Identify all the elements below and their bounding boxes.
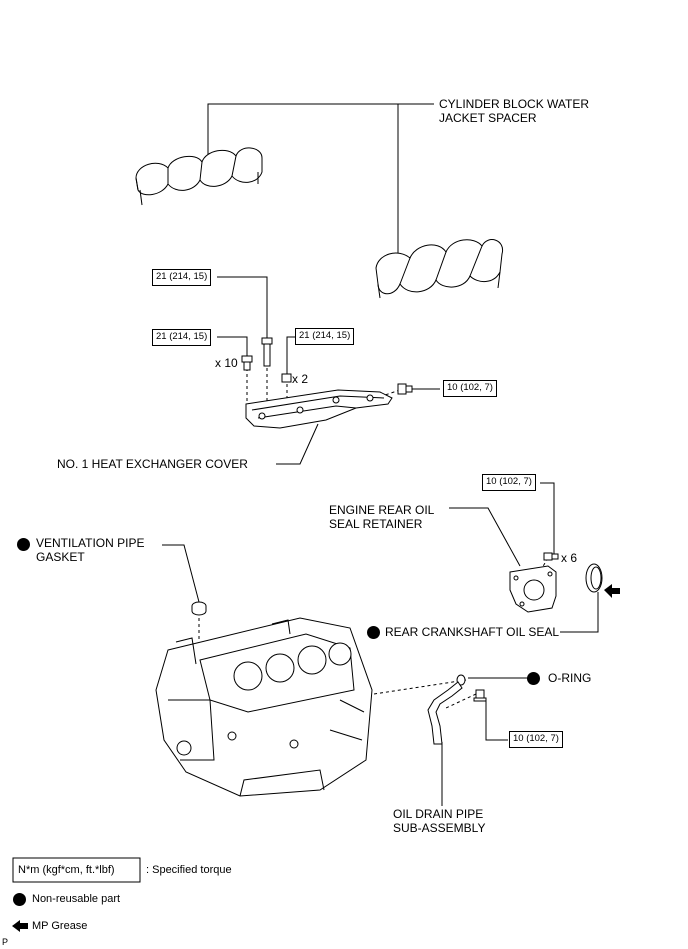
torque-cover-bolt-x10: 21 (214, 15) (152, 329, 212, 346)
leader-torque-retainer (540, 482, 555, 554)
oil-drain-pipe (427, 681, 463, 745)
leader-torque-cover-x2 (286, 336, 297, 374)
non-reusable-icon-o-ring (527, 672, 540, 685)
torque-cover-side-bolt: 10 (102, 7) (443, 380, 497, 397)
label-water-jacket-spacer-line1: CYLINDER BLOCK WATER (439, 97, 590, 111)
mp-grease-arrow-icon (604, 584, 620, 598)
legend-mp-grease-icon (12, 920, 28, 932)
label-oil-drain-pipe-line1: OIL DRAIN PIPE (393, 807, 484, 821)
cover-side-bolt (397, 383, 413, 395)
leader-torque-cover-long (217, 276, 268, 338)
drain-pipe-bolt (473, 689, 487, 702)
label-rear-crankshaft-oil-seal: REAR CRANKSHAFT OIL SEAL (385, 625, 560, 639)
label-oil-drain-pipe-line2: SUB-ASSEMBLY (393, 821, 486, 835)
qty-x6: x 6 (561, 551, 578, 565)
label-rear-oil-seal-retainer-line1: ENGINE REAR OIL (329, 503, 435, 517)
rear-oil-seal-retainer (509, 565, 557, 613)
cover-stud-x2 (281, 373, 292, 383)
leader-rear-oil-seal-retainer (449, 507, 521, 567)
cover-bolt-long (261, 337, 273, 367)
legend-non-reusable-text: Non-reusable part (32, 893, 121, 905)
legend-torque-box (12, 857, 141, 883)
legend-non-reusable-icon (13, 893, 26, 906)
label-o-ring: O-RING (548, 671, 592, 685)
label-ventilation-pipe-gasket-line2: GASKET (36, 550, 85, 564)
qty-x2: x 2 (292, 372, 309, 386)
leader-ventilation-gasket (162, 544, 200, 603)
o-ring-part (456, 674, 466, 686)
leader-torque-cover-x10 (217, 336, 248, 356)
cylinder-block (155, 617, 373, 797)
torque-retainer-bolt: 10 (102, 7) (482, 474, 536, 491)
water-jacket-spacer-right (375, 239, 504, 299)
torque-cover-stud-x2: 21 (214, 15) (295, 328, 355, 345)
qty-x10: x 10 (215, 356, 238, 370)
leader-torque-drain-pipe (482, 699, 508, 741)
legend-torque-desc: : Specified torque (146, 864, 232, 876)
leader-water-jacket-spacer (207, 103, 434, 168)
rear-crankshaft-oil-seal (585, 563, 603, 593)
non-reusable-icon-rear-seal (367, 626, 380, 639)
label-water-jacket-spacer-line2: JACKET SPACER (439, 111, 537, 125)
leader-rear-crank-seal (560, 592, 599, 633)
ventilation-pipe-gasket-part (191, 601, 207, 616)
label-heat-exchanger-cover: NO. 1 HEAT EXCHANGER COVER (57, 457, 248, 471)
legend-torque-unit: N*m (kgf*cm, ft.*lbf) (18, 864, 115, 876)
heat-exchanger-cover (245, 389, 393, 429)
retainer-bolt-x6 (543, 552, 559, 561)
torque-cover-bolt-long: 21 (214, 15) (152, 269, 212, 286)
torque-drain-pipe-bolt: 10 (102, 7) (509, 731, 563, 748)
cover-bolt-x10 (241, 355, 253, 371)
non-reusable-icon-ventilation (17, 538, 30, 551)
leader-heat-exchanger-cover (276, 423, 319, 465)
label-ventilation-pipe-gasket-line1: VENTILATION PIPE (36, 536, 145, 550)
corner-mark: P (2, 937, 9, 947)
legend-mp-grease-text: MP Grease (32, 920, 88, 932)
label-rear-oil-seal-retainer-line2: SEAL RETAINER (329, 517, 423, 531)
water-jacket-spacer-left (135, 147, 263, 206)
